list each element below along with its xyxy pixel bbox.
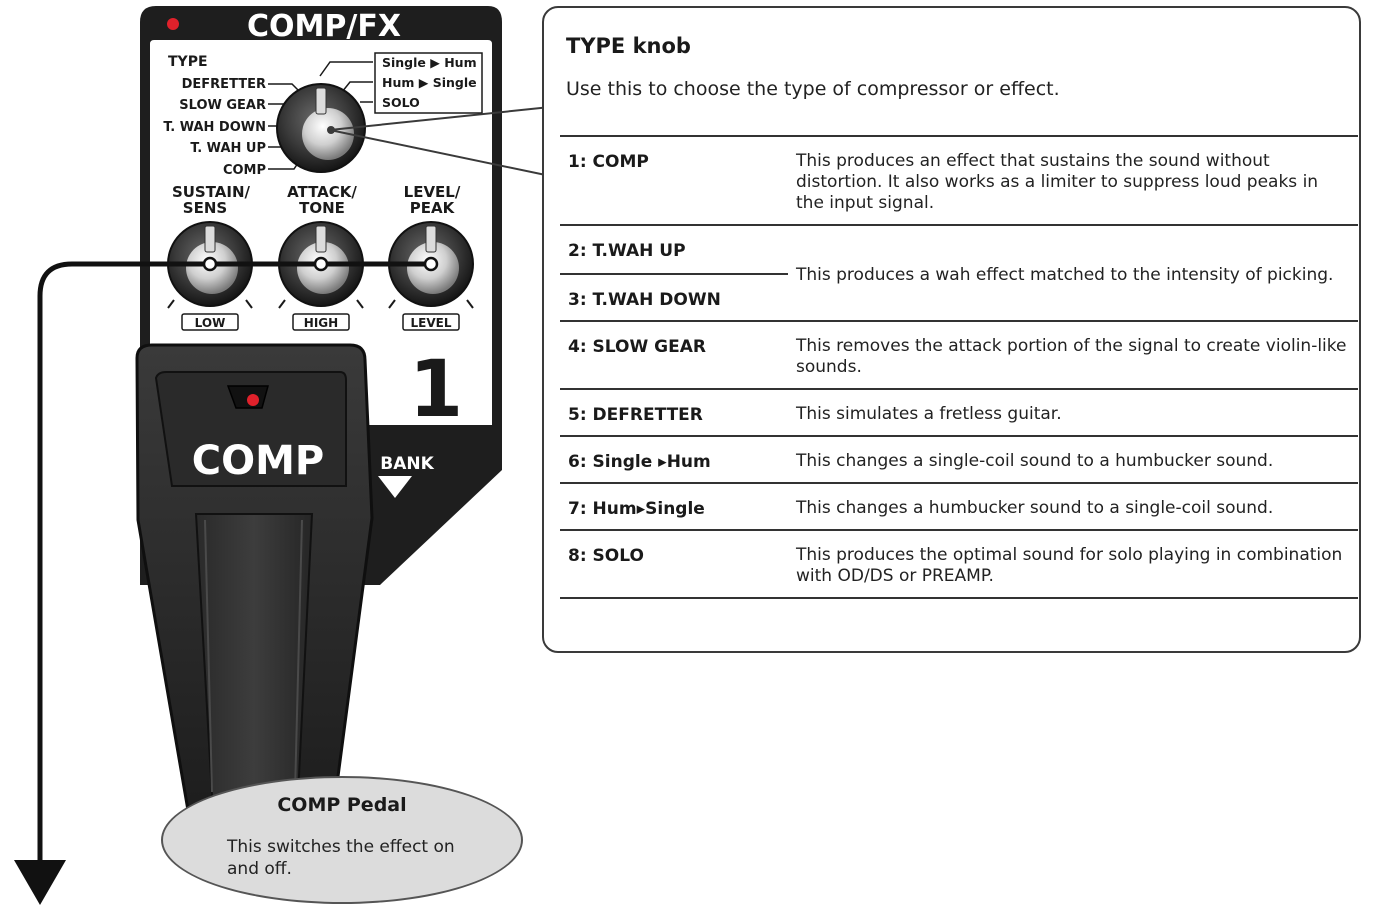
type-desc: This changes a single-coil sound to a hu… (788, 435, 1358, 483)
comp-pedal[interactable]: COMP (135, 343, 374, 838)
type-desc: This changes a humbucker sound to a sing… (788, 482, 1358, 530)
type-knob-info-box: TYPE knob Use this to choose the type of… (542, 6, 1361, 653)
type-option-single-hum: Single ▶ Hum (382, 55, 477, 70)
sub-label-level: LEVEL (411, 316, 452, 330)
callout-text: This switches the effect on and off. (227, 837, 455, 879)
type-desc: This produces a wah effect matched to th… (788, 224, 1358, 321)
table-row: 2: T.WAH UP This produces a wah effect m… (560, 224, 1358, 321)
bank-label: BANK (380, 454, 434, 474)
type-option-t-wah-down: T. WAH DOWN (163, 120, 266, 135)
type-key: 7: Hum▸Single (560, 482, 788, 530)
table-row: 3: T.WAH DOWN (560, 273, 1358, 321)
type-option-solo: SOLO (382, 95, 420, 110)
bank-down-arrow-icon (378, 476, 412, 498)
type-table: 1: COMP This produces an effect that sus… (560, 135, 1358, 599)
sub-label-high: HIGH (304, 316, 338, 330)
table-row: 8: SOLO This produces the optimal sound … (560, 529, 1358, 599)
knob-label-attack: ATTACK/ (287, 183, 357, 201)
bank-number: 1 (409, 345, 463, 435)
type-knob[interactable] (276, 83, 366, 173)
knob-labels: SUSTAIN/ SENS ATTACK/ TONE LEVEL/ PEAK (172, 183, 461, 217)
table-row: 5: DEFRETTER This simulates a fretless g… (560, 388, 1358, 436)
info-title: TYPE knob (566, 34, 691, 58)
type-key: 3: T.WAH DOWN (560, 273, 788, 321)
routing-line (37, 261, 432, 866)
type-knob-leader (329, 105, 561, 179)
type-label: TYPE (168, 54, 208, 70)
type-key: 5: DEFRETTER (560, 388, 788, 436)
sub-label-low: LOW (195, 316, 226, 330)
type-option-slow-gear: SLOW GEAR (179, 98, 266, 113)
type-key: 4: SLOW GEAR (560, 320, 788, 389)
pedal-label: COMP (192, 438, 324, 484)
panel-title: COMP/FX (247, 9, 401, 44)
table-row: 6: Single ▸Hum This changes a single-coi… (560, 435, 1358, 483)
type-option-t-wah-up: T. WAH UP (190, 141, 266, 156)
knob-label-sens: SENS (183, 199, 227, 217)
right-type-box (374, 52, 483, 114)
type-key: 6: Single ▸Hum (560, 435, 788, 483)
type-option-hum-single: Hum ▶ Single (382, 75, 477, 90)
knob-label-tone: TONE (299, 199, 345, 217)
table-row: 1: COMP This produces an effect that sus… (560, 135, 1358, 225)
type-desc: This produces an effect that sustains th… (788, 135, 1358, 225)
comp-pedal-callout: COMP Pedal This switches the effect on a… (161, 776, 523, 904)
callout-title: COMP Pedal (277, 794, 407, 816)
table-row: 7: Hum▸Single This changes a humbucker s… (560, 482, 1358, 530)
pedal-led (247, 394, 259, 406)
type-option-comp: COMP (223, 163, 266, 178)
type-desc: This simulates a fretless guitar. (788, 388, 1358, 436)
type-key: 1: COMP (560, 135, 788, 225)
knob-label-sustain: SUSTAIN/ (172, 183, 251, 201)
type-option-defretter: DEFRETTER (182, 77, 266, 92)
type-desc: This removes the attack portion of the s… (788, 320, 1358, 389)
knob-label-level: LEVEL/ (404, 183, 461, 201)
down-arrow-icon (14, 860, 66, 905)
status-led (167, 18, 179, 30)
type-desc: This produces the optimal sound for solo… (788, 529, 1358, 599)
info-subtitle: Use this to choose the type of compresso… (566, 78, 1060, 100)
knob-label-peak: PEAK (410, 199, 456, 217)
type-key: 2: T.WAH UP (560, 224, 788, 274)
table-row: 4: SLOW GEAR This removes the attack por… (560, 320, 1358, 389)
type-key: 8: SOLO (560, 529, 788, 599)
